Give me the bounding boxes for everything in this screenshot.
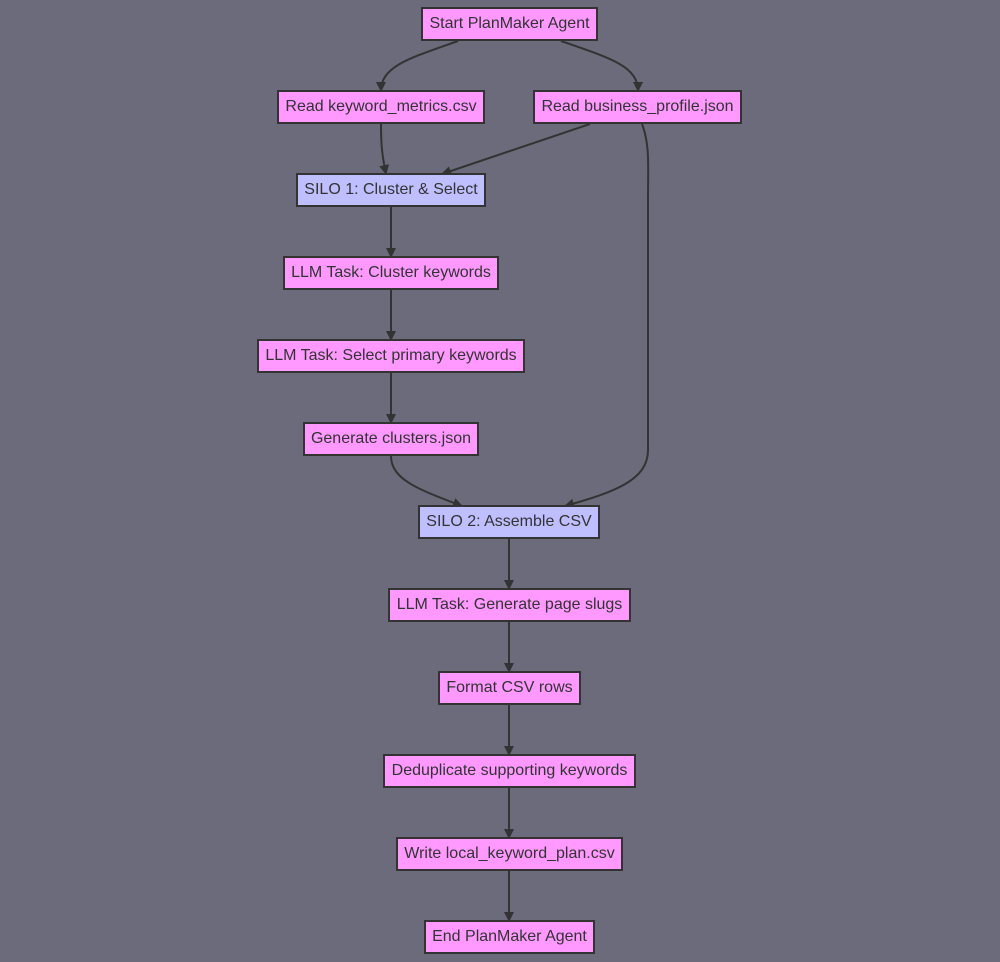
node-generate-clusters-json: Generate clusters.json: [303, 422, 479, 456]
node-read-business-profile: Read business_profile.json: [533, 90, 742, 124]
node-llm-generate-page-slugs: LLM Task: Generate page slugs: [388, 588, 631, 622]
node-silo-1-cluster-select: SILO 1: Cluster & Select: [296, 173, 486, 207]
edge-start-to-read-keywords: [376, 40, 459, 92]
node-write-local-keyword-plan: Write local_keyword_plan.csv: [396, 837, 623, 871]
edge-start-to-read-profile: [560, 40, 643, 92]
node-llm-cluster-keywords: LLM Task: Cluster keywords: [283, 256, 499, 290]
edge-read-profile-to-silo2: [564, 123, 650, 509]
node-silo-2-assemble-csv: SILO 2: Assemble CSV: [418, 505, 600, 539]
node-format-csv-rows: Format CSV rows: [438, 671, 581, 705]
node-deduplicate-supporting-keywords: Deduplicate supporting keywords: [383, 754, 636, 788]
node-read-keyword-metrics: Read keyword_metrics.csv: [277, 90, 485, 124]
edge-read-keywords-to-silo1: [379, 123, 390, 175]
node-end-planmaker-agent: End PlanMaker Agent: [424, 920, 595, 954]
node-start-planmaker-agent: Start PlanMaker Agent: [421, 7, 598, 41]
edge-read-profile-to-silo1: [441, 123, 591, 176]
edge-gen-clusters-to-silo2: [390, 455, 463, 508]
node-llm-select-primary-keywords: LLM Task: Select primary keywords: [257, 339, 525, 373]
